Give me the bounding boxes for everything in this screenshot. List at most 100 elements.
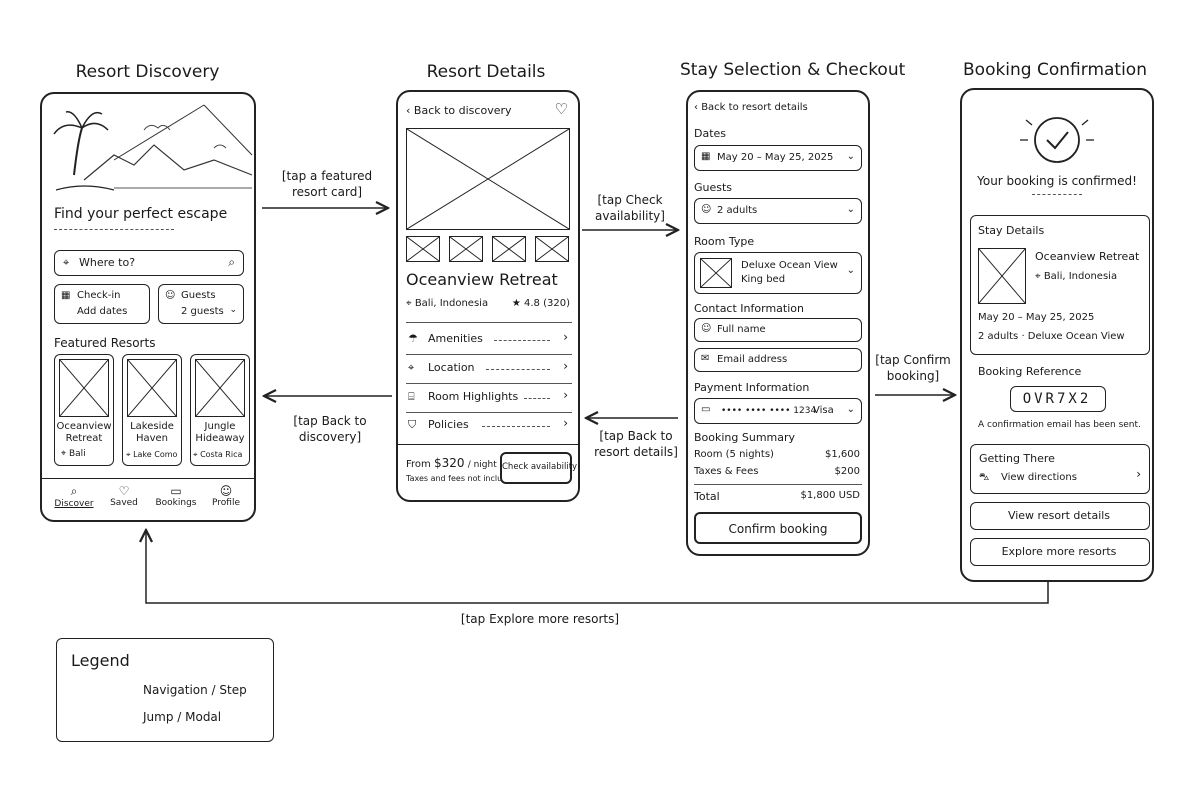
image-placeholder <box>195 359 245 417</box>
room-bed: King bed <box>741 274 786 285</box>
room-line: Room (5 nights) <box>694 449 774 460</box>
guests-label: Guests <box>694 181 733 194</box>
checkin-value: Add dates <box>77 306 128 317</box>
chevron-right-icon: › <box>563 416 568 430</box>
row-policies[interactable]: ⛉ Policies › <box>406 414 572 440</box>
nav-item-saved[interactable]: ♡ Saved <box>98 484 150 508</box>
view-resort-details-button[interactable]: View resort details <box>970 502 1150 530</box>
card-brand: Visa <box>813 405 834 416</box>
divider <box>406 412 572 413</box>
resort-card[interactable]: Lakeside Haven ⌖ Lake Como <box>122 354 182 466</box>
getting-there-heading: Getting There <box>979 452 1055 465</box>
back-link[interactable]: ‹ Back to discovery <box>406 104 512 117</box>
hero-illustration <box>53 104 253 191</box>
email-field[interactable]: ✉ Email address <box>694 348 862 372</box>
full-name-field[interactable]: ☺ Full name <box>694 318 862 342</box>
card-location: ⌖ Costa Rica <box>193 450 243 459</box>
nav-label: Bookings <box>155 498 197 508</box>
back-link[interactable]: ‹ Back to resort details <box>694 102 808 113</box>
person-icon: ☺ <box>165 290 176 301</box>
message-underline <box>1032 194 1082 195</box>
search-icon[interactable]: ⌕ <box>228 255 235 269</box>
resort-image-placeholder <box>978 248 1026 304</box>
headline-underline <box>54 229 174 230</box>
pin-icon: ⌖ <box>408 361 415 374</box>
legend-title: Legend <box>71 651 130 670</box>
divider <box>406 354 572 355</box>
hero-image-placeholder <box>406 128 570 230</box>
row-location[interactable]: ⌖ Location › <box>406 357 572 383</box>
stay-heading: Stay Details <box>978 224 1045 237</box>
checkin-label: Check-in <box>77 290 121 301</box>
explore-more-resorts-button[interactable]: Explore more resorts <box>970 538 1150 566</box>
resort-name: Oceanview Retreat <box>406 270 558 289</box>
nav-item-bookings[interactable]: ▭ Bookings <box>150 484 202 508</box>
row-amenities[interactable]: ☂ Amenities › <box>406 328 572 354</box>
confirm-booking-button[interactable]: Confirm booking <box>694 512 862 544</box>
thumbnail-placeholder[interactable] <box>449 236 483 262</box>
person-icon: ☺ <box>701 323 712 334</box>
dates-value: May 20 – May 25, 2025 <box>717 152 834 163</box>
pin-icon: ⌖ <box>126 450 134 459</box>
pin-icon: ⌖ <box>61 449 69 459</box>
heart-icon[interactable]: ♡ <box>554 100 568 118</box>
guests-select[interactable]: ☺ 2 adults ⌄ <box>694 198 862 224</box>
button-label: Confirm booking <box>728 522 828 536</box>
search-icon: ⌕ <box>70 484 78 498</box>
thumbnail-placeholder[interactable] <box>492 236 526 262</box>
resort-card[interactable]: Oceanview Retreat ⌖ Bali <box>54 354 114 466</box>
nav-item-discover[interactable]: ⌕ Discover <box>48 484 100 509</box>
legend: Legend Navigation / Step Jump / Modal <box>56 638 274 742</box>
pin-icon: ⌖ <box>63 256 70 269</box>
row-room-highlights[interactable]: ⌸ Room Highlights › <box>406 386 572 412</box>
pin-icon: ⌖ <box>1035 271 1044 282</box>
button-label: Check availability <box>502 462 578 472</box>
row-label: Amenities <box>428 332 483 345</box>
mail-icon: ✉ <box>701 353 710 364</box>
pin-icon: ⌖ <box>193 450 201 459</box>
tax-amount: $200 <box>834 466 860 477</box>
squiggle <box>494 340 550 341</box>
chevron-right-icon: › <box>1136 467 1141 481</box>
credit-card-icon: ▭ <box>701 404 711 415</box>
person-icon: ☺ <box>219 484 233 498</box>
nav-item-profile[interactable]: ☺ Profile <box>200 484 252 508</box>
check-circle-icon <box>1020 117 1094 163</box>
payment-select[interactable]: ▭ •••• •••• •••• 1234 Visa ⌄ <box>694 398 862 424</box>
destination-search-field[interactable]: ⌖ Where to? ⌕ <box>54 250 244 276</box>
calendar-icon: ▦ <box>61 290 71 301</box>
screen-title-checkout: Stay Selection & Checkout <box>680 60 906 80</box>
button-label: View resort details <box>1007 509 1111 522</box>
card-name: Haven <box>135 433 169 444</box>
thumbnail-placeholder[interactable] <box>535 236 569 262</box>
directions-link[interactable]: View directions <box>1001 472 1077 483</box>
resort-card[interactable]: Jungle Hideaway ⌖ Costa Rica <box>190 354 250 466</box>
image-placeholder <box>127 359 177 417</box>
card-location: ⌖ Bali <box>61 449 86 459</box>
chevron-down-icon: ⌄ <box>229 305 237 315</box>
check-availability-button[interactable]: Check availability <box>500 452 578 484</box>
checkin-field[interactable]: ▦ Check-in Add dates <box>54 284 150 324</box>
calendar-icon: ▦ <box>701 151 711 162</box>
row-label: Policies <box>428 418 469 431</box>
chevron-down-icon: ⌄ <box>846 204 855 215</box>
guests-field[interactable]: ☺ Guests 2 guests ⌄ <box>158 284 244 324</box>
total-label: Total <box>694 490 720 503</box>
stay-details-card: Stay Details Oceanview Retreat ⌖ Bali, I… <box>970 215 1150 355</box>
room-type-select[interactable]: Deluxe Ocean View King bed ⌄ <box>694 252 862 294</box>
getting-there-card[interactable]: Getting There ⛍ View directions › <box>970 444 1150 494</box>
ref-code: OVR7X2 <box>1022 391 1092 407</box>
transition-label-explore-more: [tap Explore more resorts] <box>460 612 620 626</box>
stay-dates: May 20 – May 25, 2025 <box>978 312 1095 323</box>
dates-select[interactable]: ▦ May 20 – May 25, 2025 ⌄ <box>694 145 862 171</box>
chevron-down-icon: ⌄ <box>846 265 855 276</box>
price: From $320 / night <box>406 456 497 470</box>
guests-value: 2 guests <box>181 306 224 317</box>
chevron-down-icon: ⌄ <box>846 404 855 415</box>
star-icon: ★ <box>511 298 525 309</box>
total-amount: $1,800 USD <box>800 490 860 501</box>
thumbnail-placeholder[interactable] <box>406 236 440 262</box>
email-placeholder: Email address <box>717 354 788 365</box>
